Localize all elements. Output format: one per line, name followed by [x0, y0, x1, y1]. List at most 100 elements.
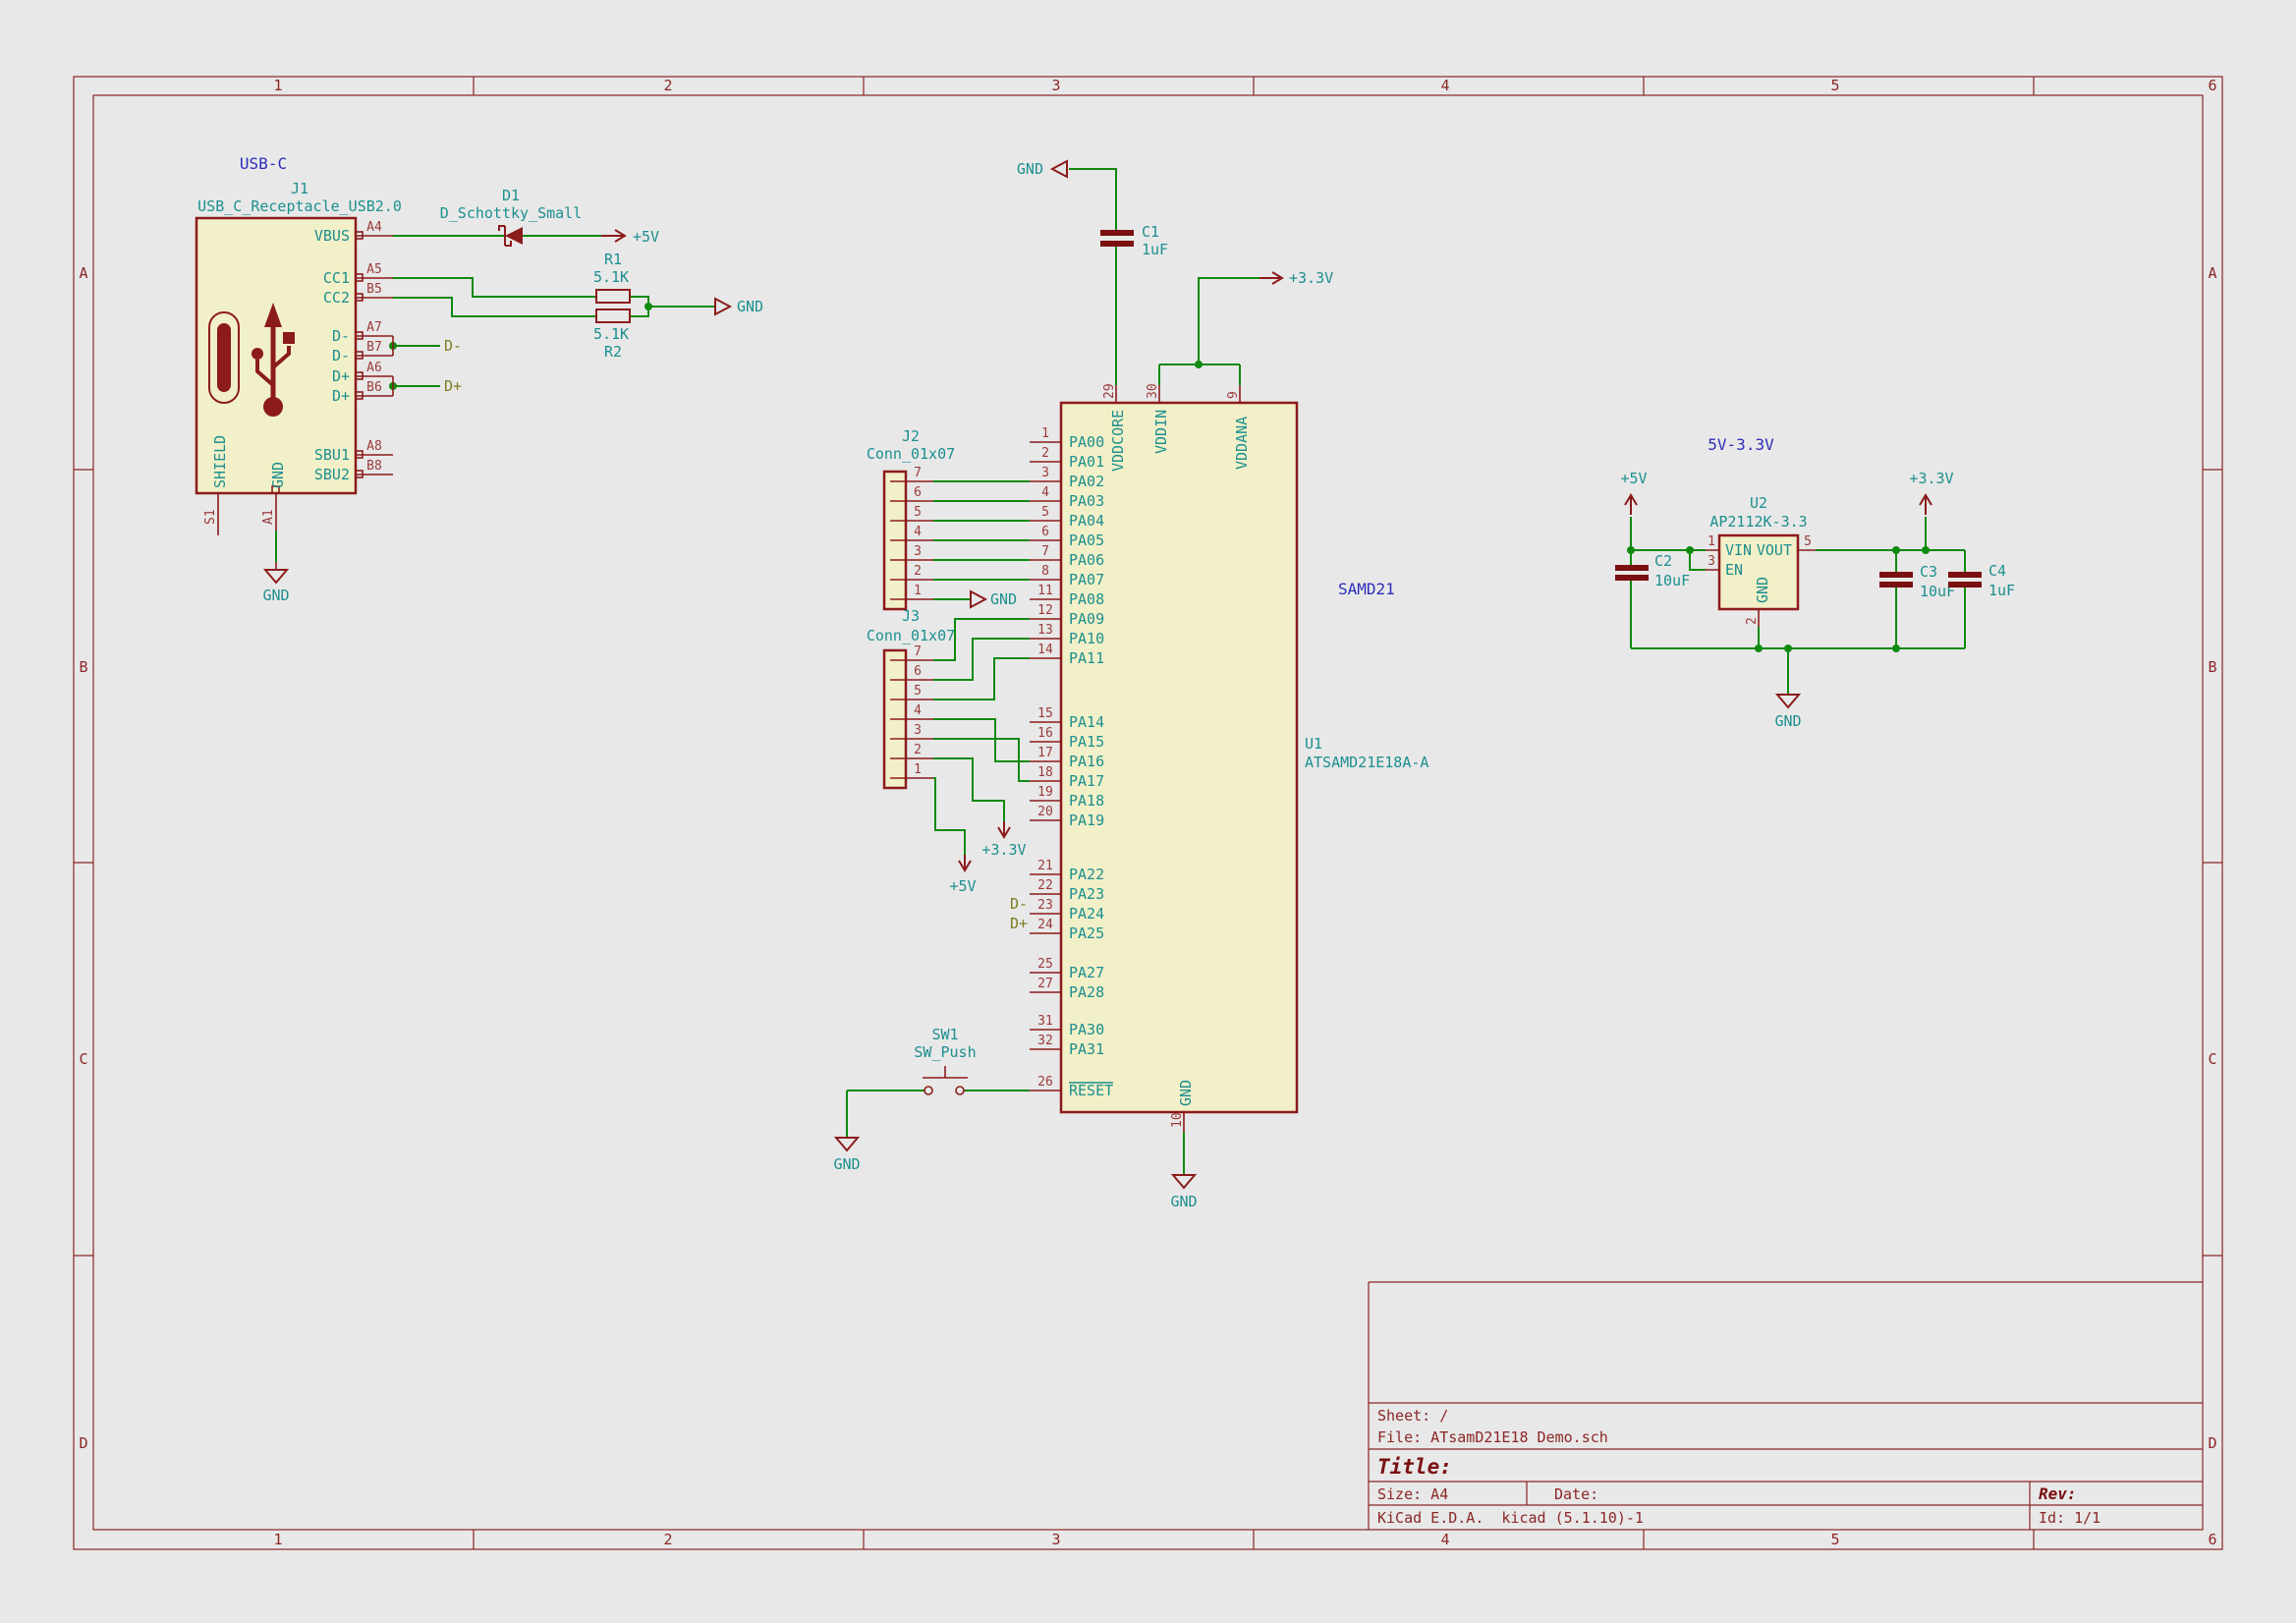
pin-name: PA28 [1069, 983, 1104, 1001]
gnd-flag-j2[interactable]: GND [970, 589, 1017, 609]
frame-col-label: 3 [1051, 1531, 1060, 1548]
pin-number: 1 [1708, 534, 1715, 549]
power-flag-3v3-vddin[interactable]: +3.3V [1260, 269, 1333, 287]
frame-row-label: A [2208, 264, 2216, 282]
power-flag-5v-j3[interactable]: +5V [949, 855, 977, 895]
d1-value[interactable]: D_Schottky_Small [440, 204, 583, 222]
gnd-symbol-sw1[interactable]: GND [833, 1137, 861, 1173]
gnd-flag-cc[interactable]: GND [714, 297, 763, 316]
capacitor-c3[interactable]: C3 10uF [1879, 563, 1955, 600]
c2-ref[interactable]: C2 [1654, 552, 1672, 570]
r1-value[interactable]: 5.1K [593, 268, 629, 286]
regulator-note-label[interactable]: 5V-3.3V [1708, 435, 1774, 454]
schottky-diode-symbol[interactable]: D1 D_Schottky_Small [440, 187, 583, 247]
resistor-r2[interactable]: 5.1K R2 [593, 308, 631, 361]
pin-number: 2 [1041, 446, 1049, 461]
wire-vddin [1158, 277, 1260, 385]
gnd-symbol-reg[interactable]: GND [1774, 694, 1802, 730]
capacitor-c4[interactable]: C4 1uF [1948, 562, 2015, 599]
pin-name: PA11 [1069, 649, 1104, 667]
gnd-symbol-u1[interactable]: GND [1170, 1174, 1198, 1210]
pin-name: GND [1754, 577, 1771, 603]
usb-note-label[interactable]: USB-C [240, 154, 287, 173]
c4-value[interactable]: 1uF [1988, 582, 2015, 599]
pin-name: GND [1177, 1080, 1195, 1106]
pin-name: PA27 [1069, 964, 1104, 981]
frame-row-label: B [2208, 658, 2216, 676]
connector-j3[interactable]: J3 Conn_01x07 7 6 5 4 3 2 1 [867, 607, 955, 790]
gnd-symbol-usb[interactable]: GND [262, 569, 290, 604]
gnd-label: GND [1170, 1193, 1197, 1210]
u2-value[interactable]: AP2112K-3.3 [1709, 513, 1807, 531]
j3-ref[interactable]: J3 [902, 607, 920, 625]
mcu-u1-symbol[interactable]: U1 ATSAMD21E18A-A SAMD21 29 30 9 VDDCORE… [1030, 383, 1428, 1132]
frame-col-label: 5 [1830, 1531, 1839, 1548]
u1-value[interactable]: ATSAMD21E18A-A [1305, 754, 1428, 771]
power-flag-3v3-reg[interactable]: +3.3V [1909, 470, 1954, 515]
c3-value[interactable]: 10uF [1920, 583, 1955, 600]
pin-name: PA30 [1069, 1021, 1104, 1038]
pin-number: 1 [1041, 426, 1049, 441]
power-label: +5V [1620, 470, 1647, 487]
r2-ref[interactable]: R2 [604, 343, 622, 361]
power-flag-5v-reg[interactable]: +5V [1620, 470, 1648, 515]
net-label-dminus[interactable]: D- [444, 337, 462, 355]
c1-ref[interactable]: C1 [1142, 223, 1159, 241]
gnd-label: GND [990, 590, 1017, 608]
sw1-value[interactable]: SW_Push [914, 1043, 976, 1061]
pin-name: PA06 [1069, 551, 1104, 569]
sw1-ref[interactable]: SW1 [931, 1026, 958, 1043]
power-label: +5V [633, 228, 659, 246]
pin-name: PA31 [1069, 1040, 1104, 1058]
c4-ref[interactable]: C4 [1988, 562, 2006, 580]
pin-number: B6 [366, 380, 382, 395]
power-flag-5v[interactable]: +5V [601, 228, 659, 246]
pin-name: VDDANA [1233, 417, 1251, 470]
resistor-r1[interactable]: R1 5.1K [593, 251, 631, 304]
usb-ref[interactable]: J1 [291, 180, 308, 197]
pin-number: A6 [366, 361, 382, 375]
u1-note-label[interactable]: SAMD21 [1338, 580, 1395, 598]
c3-ref[interactable]: C3 [1920, 563, 1937, 581]
r1-ref[interactable]: R1 [604, 251, 622, 268]
pin-name: EN [1725, 561, 1743, 579]
j3-value[interactable]: Conn_01x07 [867, 627, 955, 644]
r2-value[interactable]: 5.1K [593, 325, 629, 343]
pin-name: PA03 [1069, 492, 1104, 510]
pin-name: PA17 [1069, 772, 1104, 790]
d1-ref[interactable]: D1 [502, 187, 520, 204]
u1-ref[interactable]: U1 [1305, 735, 1322, 753]
connector-j2[interactable]: J2 Conn_01x07 7 6 5 4 3 2 1 [867, 427, 955, 611]
wires[interactable] [275, 168, 1966, 1175]
pin-number: 3 [1708, 554, 1715, 569]
wire-cc1 [393, 277, 596, 298]
pin-number: 3 [1041, 466, 1049, 480]
pin-number: A1 [261, 509, 276, 525]
capacitor-c1[interactable]: C1 1uF [1100, 223, 1168, 258]
gnd-label: GND [833, 1155, 860, 1173]
j2-value[interactable]: Conn_01x07 [867, 445, 955, 463]
frame-row-label: D [79, 1434, 87, 1452]
usb-c-connector-symbol[interactable]: USB-C J1 USB_C_Receptacle_USB2.0 VBUS A4… [195, 154, 402, 570]
title-block-size: Size: A4 [1377, 1485, 1448, 1503]
pin-number: 30 [1146, 383, 1160, 399]
net-label-dminus-u1[interactable]: D- [1010, 895, 1028, 913]
gnd-flag-c1[interactable]: GND [1017, 159, 1068, 179]
pin-number: 6 [1041, 525, 1049, 539]
u2-ref[interactable]: U2 [1750, 494, 1767, 512]
push-button-sw1[interactable]: SW1 SW_Push [914, 1026, 977, 1095]
usb-value[interactable]: USB_C_Receptacle_USB2.0 [197, 197, 402, 215]
net-label-dplus-u1[interactable]: D+ [1010, 915, 1028, 932]
regulator-u2-symbol[interactable]: U2 AP2112K-3.3 1 3 5 VIN EN VOUT GND 2 [1706, 494, 1816, 627]
c1-value[interactable]: 1uF [1142, 241, 1168, 258]
pin-number: A7 [366, 320, 382, 335]
c2-value[interactable]: 10uF [1654, 572, 1690, 589]
j2-ref[interactable]: J2 [902, 427, 920, 445]
pin-name: PA07 [1069, 571, 1104, 588]
pin-number: 14 [1037, 643, 1053, 657]
title-block-generator: KiCad E.D.A. kicad (5.1.10)-1 [1377, 1509, 1644, 1527]
capacitor-c2[interactable]: C2 10uF [1615, 552, 1690, 589]
power-flag-3v3-j3[interactable]: +3.3V [981, 821, 1027, 859]
net-label-dplus[interactable]: D+ [444, 377, 462, 395]
